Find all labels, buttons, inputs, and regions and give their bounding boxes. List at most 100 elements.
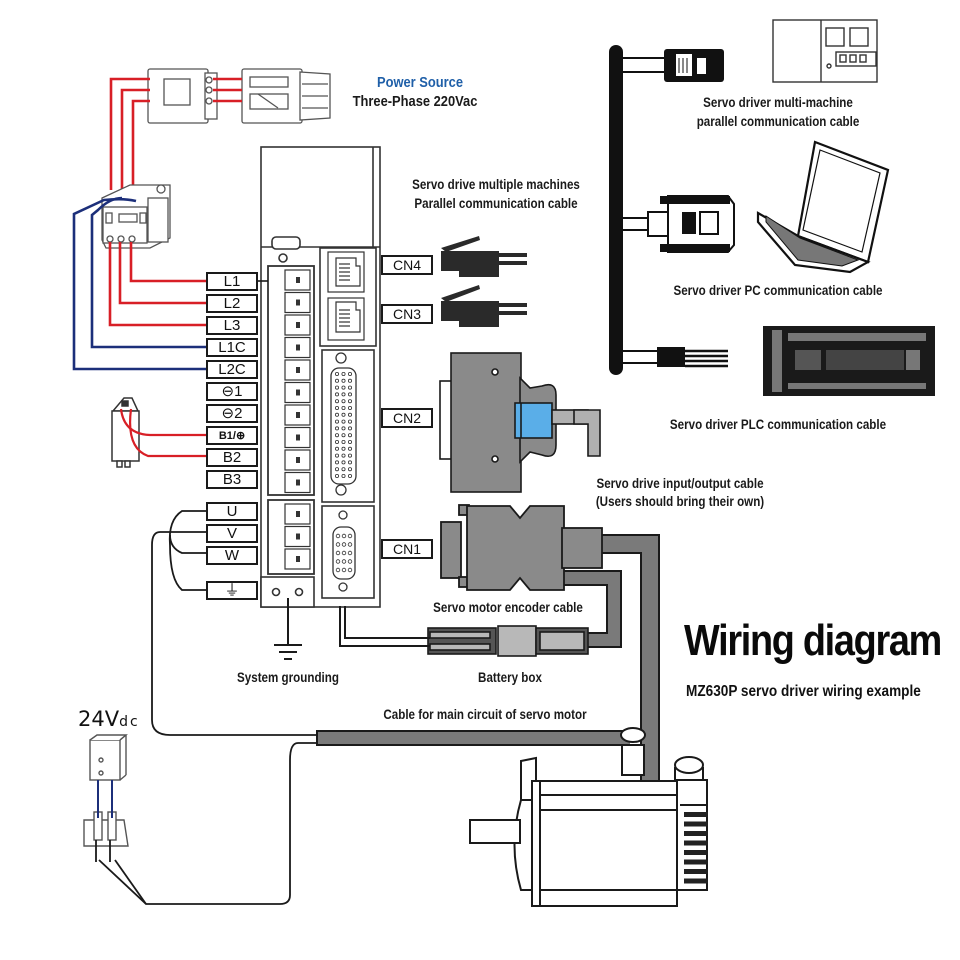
db44-port-cn2 [330, 352, 357, 496]
cn1-pin [341, 542, 347, 547]
io-cable-label-line1: Servo drive input/output cable [596, 476, 764, 491]
24v-supply-label: 24Vdc [78, 707, 140, 731]
cn1-pin [335, 550, 341, 556]
cn2-pin [341, 405, 346, 410]
terminal-PE: ⏚ [206, 581, 258, 600]
24v-lead-wires [95, 840, 111, 862]
terminal-screw [296, 412, 300, 418]
cn1-pin [347, 550, 353, 556]
terminal-L1: L1 [206, 272, 258, 291]
cn2-pin [334, 419, 339, 424]
io-cable-label-line2: (Users should bring their own) [595, 494, 765, 509]
encoder-cable-label: Servo motor encoder cable [433, 600, 583, 615]
contactor-icon [101, 184, 171, 249]
cn2-pin [334, 378, 339, 383]
cn2-pin [334, 371, 339, 376]
motor-fin [684, 869, 708, 874]
plc-comm-label: Servo driver PLC communication cable [669, 417, 887, 432]
cn2-pin [341, 453, 346, 458]
power-source-spec: Three-Phase 220Vac [352, 93, 478, 110]
servo-drive-body [260, 146, 381, 608]
control-power-wires [72, 196, 206, 371]
cn2-pin [347, 433, 352, 438]
terminal-screw [296, 457, 300, 463]
cn2-pin [347, 467, 352, 472]
multi-machine-label-line1: Servo driver multi-machine [703, 95, 853, 110]
cn2-pin [341, 392, 346, 397]
cn2-pin [334, 433, 339, 438]
comm-bus-cable [609, 45, 623, 375]
cn2-pin [334, 446, 339, 451]
terminal-L1C: L1C [206, 338, 258, 357]
main-circuit-cable-label: Cable for main circuit of servo motor [383, 707, 587, 722]
cn1-pin [341, 533, 347, 539]
cn1-pin [335, 533, 341, 539]
cn1-pin [335, 542, 341, 547]
cn2-pin [334, 392, 339, 397]
motor-cooling-fins [684, 812, 708, 884]
connector-label-cn2: CN2 [381, 408, 433, 428]
multi-machine-cable-icon [623, 49, 724, 82]
cn2-pin [334, 460, 339, 465]
multi-machine-drive-icon [772, 19, 878, 83]
cn2-pin [334, 399, 339, 404]
terminal-screw [296, 277, 300, 283]
connector-label-cn4: CN4 [381, 255, 433, 275]
cn1-pin-grid [335, 533, 353, 573]
24v-brake-wire [98, 742, 318, 905]
cn2-pin [334, 385, 339, 390]
servo-motor-icon [469, 727, 708, 907]
terminal-screw [296, 533, 300, 540]
connector-label-cn1: CN1 [381, 539, 433, 559]
terminal-screw [296, 556, 300, 562]
power-source-title: Power Source [376, 74, 464, 91]
motor-fin [684, 821, 708, 827]
diagram-title: Wiring diagram [684, 616, 942, 665]
terminal-screw [296, 389, 300, 396]
cn2-pin [347, 412, 352, 417]
ground-symbol-icon [274, 598, 302, 660]
cn2-pin [347, 453, 352, 458]
terminal-U: U [206, 502, 258, 521]
motor-fin [684, 859, 708, 865]
plc-module-icon [763, 326, 935, 396]
terminal-screw [296, 511, 300, 517]
motor-fin [684, 812, 708, 817]
cn2-pin [341, 412, 346, 417]
cn2-pin [341, 467, 346, 472]
terminal-B1: B1/⊕ [206, 426, 258, 445]
terminal-V: V [206, 524, 258, 543]
encoder-cable-lines [562, 534, 660, 780]
cn2-pin [341, 439, 346, 444]
cn2-pin [334, 426, 339, 431]
battery-box-label: Battery box [478, 670, 542, 685]
cn2-pin [347, 426, 352, 431]
cn2-pin [341, 433, 346, 438]
cn2-pin [334, 467, 339, 472]
encoder-connector-cn1-icon [440, 504, 603, 591]
cn2-pin [334, 405, 339, 410]
terminal-W: W [206, 546, 258, 565]
cn2-pin [347, 378, 352, 383]
cn1-pin [347, 533, 353, 539]
cn2-pin [347, 446, 352, 451]
terminal-screw [296, 367, 300, 373]
terminal-L3: L3 [206, 316, 258, 335]
parallel-comm-label-line1: Servo drive multiple machines [412, 177, 580, 192]
cn2-pin [334, 473, 339, 478]
motor-fin [684, 831, 708, 836]
terminal-screw [296, 299, 300, 306]
motor-fin [684, 850, 708, 855]
cn1-pin [347, 542, 353, 547]
main-power-wires [108, 242, 206, 327]
terminal-screw [296, 322, 300, 328]
terminal-N1: ⊖1 [206, 382, 258, 401]
multi-machine-label-line2: parallel communication cable [696, 114, 860, 129]
cn2-pin [347, 419, 352, 424]
cn2-pin [334, 412, 339, 417]
cn2-pin [341, 446, 346, 451]
cn2-pin [347, 385, 352, 390]
cn1-pin [347, 567, 353, 573]
terminal-N2: ⊖2 [206, 404, 258, 423]
